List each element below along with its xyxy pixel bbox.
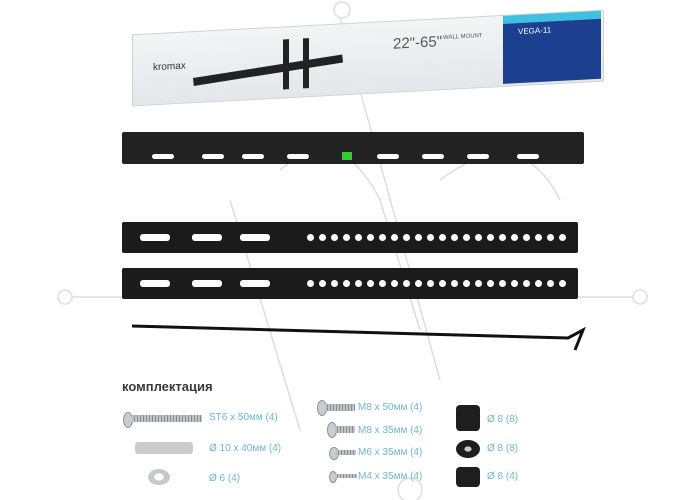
bolt-icon (325, 404, 355, 411)
kit-item-label: Ø 6 (4) (209, 473, 241, 484)
kit-item-label: ST6 x 50мм (4) (209, 412, 278, 423)
arm-hole (463, 280, 470, 287)
arm-hole (367, 234, 374, 241)
arm-hole (343, 234, 350, 241)
tv-arm (122, 268, 578, 299)
washer-icon (148, 469, 170, 485)
arm-hole (331, 234, 338, 241)
tv-arm (122, 222, 578, 253)
arm-hole (391, 234, 398, 241)
arm-hole (463, 234, 470, 241)
bolt-icon (336, 450, 356, 455)
arm-hole (499, 234, 506, 241)
arm-hole (403, 280, 410, 287)
arm-hole (475, 234, 482, 241)
arm-hole (319, 234, 326, 241)
arm-slot (192, 280, 222, 287)
bolt-icon (335, 426, 355, 433)
arm-hole (487, 234, 494, 241)
arm-hole (319, 280, 326, 287)
kit-item-label: M8 x 35мм (4) (358, 425, 423, 436)
arm-hole (511, 234, 518, 241)
arm-hole (511, 280, 518, 287)
arm-hole (475, 280, 482, 287)
arm-hole (439, 234, 446, 241)
kit-item-label: Ø 10 x 40мм (4) (209, 443, 282, 454)
safety-rod (131, 324, 586, 351)
kit-title: комплектация (122, 379, 213, 394)
arm-hole (367, 280, 374, 287)
arm-hole (415, 280, 422, 287)
arm-hole (355, 280, 362, 287)
arm-hole (391, 280, 398, 287)
arm-hole (451, 280, 458, 287)
arm-hole (451, 234, 458, 241)
kit-item-label: M4 x 35мм (4) (358, 471, 423, 482)
wood-screw-icon (132, 415, 202, 422)
bolt-icon (335, 474, 357, 478)
arm-hole (499, 280, 506, 287)
arm-slot (140, 280, 170, 287)
spacer-icon (456, 405, 480, 431)
arm-hole (379, 280, 386, 287)
kit-item-label: M6 x 35мм (4) (358, 447, 423, 458)
arm-hole (547, 280, 554, 287)
arm-hole (523, 234, 530, 241)
kit-item-label: Ø 8 (8) (487, 443, 519, 454)
arm-slot (140, 234, 170, 241)
arm-hole (343, 280, 350, 287)
arm-slot (240, 234, 270, 241)
arm-hole (547, 234, 554, 241)
arm-hole (415, 234, 422, 241)
spacer-icon (456, 440, 480, 458)
arm-hole (559, 234, 566, 241)
arm-hole (559, 280, 566, 287)
arm-hole (427, 280, 434, 287)
arm-slot (192, 234, 222, 241)
arm-hole (307, 234, 314, 241)
arm-hole (307, 280, 314, 287)
arm-hole (331, 280, 338, 287)
kit-item-label: M8 x 50мм (4) (358, 402, 423, 413)
arm-slot (240, 280, 270, 287)
arm-hole (523, 280, 530, 287)
arm-hole (535, 280, 542, 287)
arm-hole (487, 280, 494, 287)
arm-hole (379, 234, 386, 241)
arm-hole (427, 234, 434, 241)
wall-plug-icon (135, 442, 193, 454)
kit-item-label: Ø 8 (8) (487, 414, 519, 425)
arm-hole (535, 234, 542, 241)
kit-item-label: Ø 8 (4) (487, 471, 519, 482)
wall-rail (122, 132, 584, 164)
arm-hole (355, 234, 362, 241)
arm-hole (403, 234, 410, 241)
arm-hole (439, 280, 446, 287)
spacer-icon (456, 467, 480, 487)
